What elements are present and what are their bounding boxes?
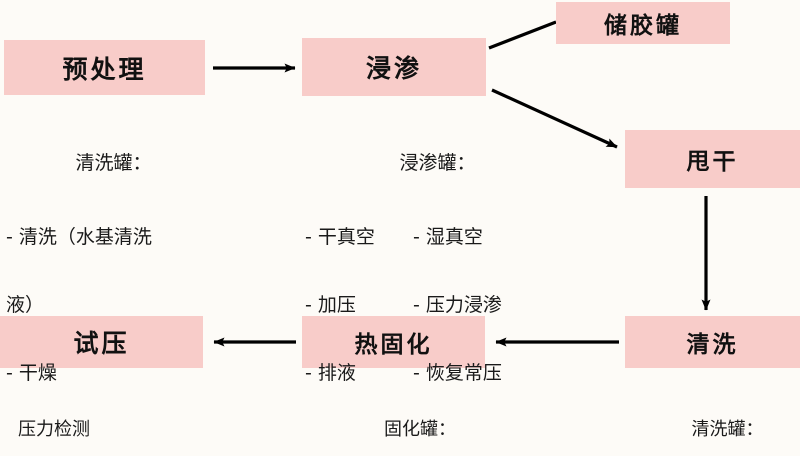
- node-thermal-curing[interactable]: 热固化: [302, 316, 485, 368]
- caption-pretreatment-line-2: 液）: [6, 294, 45, 316]
- caption-impregnation-row-1-col-a: - 干真空: [305, 226, 375, 248]
- caption-impregnation-row-2-col-b: - 压力浸渗: [413, 294, 502, 316]
- caption-impregnation-row-1: - 干真空 - 湿真空: [305, 220, 570, 254]
- caption-impregnation-row-3-col-b: - 恢复常压: [413, 362, 502, 384]
- caption-impregnation-row-2: - 加压 - 压力浸渗: [305, 288, 570, 322]
- caption-rinse-title: 清洗罐：: [691, 419, 764, 440]
- node-pretreatment[interactable]: 预处理: [4, 40, 205, 95]
- node-pressure-test[interactable]: 试压: [0, 316, 203, 368]
- node-rinse[interactable]: 清洗: [625, 316, 800, 368]
- caption-impregnation-row-1-col-b: - 湿真空: [413, 226, 483, 248]
- node-impregnation-label: 浸渗: [365, 54, 422, 83]
- node-spin-dry-label: 甩干: [686, 149, 739, 175]
- caption-pretreatment-line-1: - 清洗（水基清洗: [6, 226, 152, 248]
- caption-impregnation-row-3-col-a: - 排液: [305, 362, 356, 384]
- node-impregnation[interactable]: 浸渗: [302, 38, 486, 96]
- caption-pretreatment-title: 清洗罐：: [75, 152, 152, 174]
- caption-pressure-test: 压力检测: [18, 385, 198, 456]
- caption-rinse: 清洗罐： - 两次清洗: [645, 380, 800, 456]
- caption-impregnation-row-3: - 排液 - 恢复常压: [305, 356, 570, 390]
- caption-impregnation-title: 浸渗罐：: [399, 152, 476, 174]
- caption-pressure-test-line-1: 压力检测: [18, 419, 90, 440]
- caption-impregnation-row-2-col-a: - 加压: [305, 294, 356, 316]
- caption-pretreatment: 清洗罐： - 清洗（水基清洗 液） - 干燥: [6, 112, 221, 424]
- caption-pretreatment-line-3: - 干燥: [6, 362, 57, 384]
- node-pressure-test-label: 试压: [73, 329, 130, 358]
- node-spin-dry[interactable]: 甩干: [625, 130, 800, 188]
- node-pretreatment-label: 预处理: [62, 54, 147, 84]
- caption-impregnation: 浸渗罐： - 干真空 - 湿真空 - 加压 - 压力浸渗 - 排液 - 恢复常压: [305, 112, 570, 424]
- node-glue-storage-tank[interactable]: 储胶罐: [556, 2, 730, 44]
- node-thermal-curing-label: 热固化: [354, 332, 433, 358]
- edge-impreg-to-gluetank: [488, 20, 557, 50]
- node-glue-storage-tank-label: 储胶罐: [604, 13, 682, 39]
- caption-thermal-curing: 固化罐： - 热水固化: [320, 380, 520, 456]
- node-rinse-label: 清洗: [686, 332, 739, 358]
- caption-thermal-curing-title: 固化罐：: [384, 419, 456, 440]
